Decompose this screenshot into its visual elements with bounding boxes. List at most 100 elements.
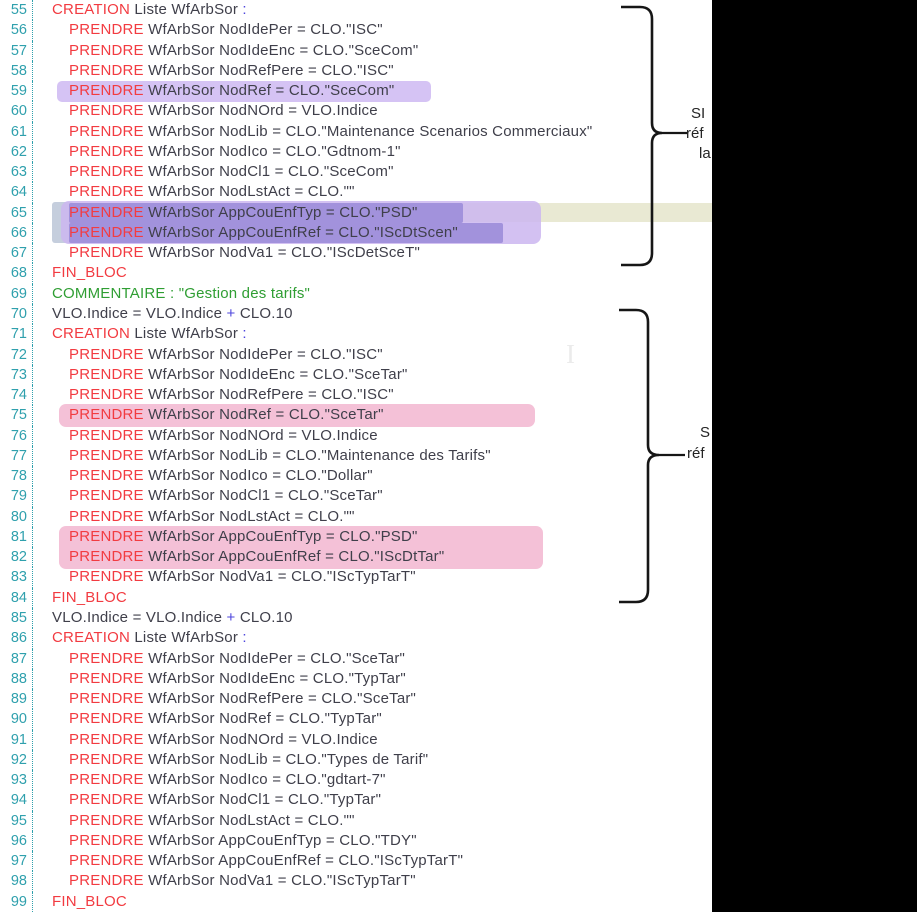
line-number: 59 (0, 81, 33, 102)
line-number: 63 (0, 162, 33, 183)
code-line-text: PRENDRE WfArbSor NodLib = CLO."Types de … (69, 750, 429, 768)
line-number: 73 (0, 364, 33, 386)
code-line-text: PRENDRE WfArbSor AppCouEnfTyp = CLO."PSD… (69, 527, 418, 545)
code-line-text: PRENDRE WfArbSor NodIco = CLO."gdtart-7" (69, 771, 386, 789)
line-number: 62 (0, 141, 33, 163)
code-line-text: CREATION Liste WfArbSor : (52, 629, 247, 647)
code-line-59[interactable]: 59 PRENDRE WfArbSor NodRef = CLO."SceCom" (0, 81, 917, 102)
code-line-text: PRENDRE WfArbSor NodIdePer = CLO."SceTar… (69, 649, 406, 667)
line-number: 89 (0, 689, 33, 710)
code-line-text: CREATION Liste WfArbSor : (52, 325, 247, 343)
line-number: 79 (0, 486, 33, 507)
code-line-82[interactable]: 82 PRENDRE WfArbSor AppCouEnfRef = CLO."I… (0, 547, 917, 568)
code-line-text: PRENDRE WfArbSor NodCl1 = CLO."TypTar" (69, 791, 382, 809)
code-line-text: PRENDRE WfArbSor NodRefPere = CLO."ISC" (69, 386, 394, 404)
line-number: 82 (0, 547, 33, 568)
code-line-text: PRENDRE WfArbSor NodVa1 = CLO."IScDetSce… (69, 244, 420, 262)
code-line-text: PRENDRE WfArbSor NodLstAct = CLO."" (69, 811, 355, 829)
highlight-line-59 (57, 80, 431, 102)
code-line-text: CREATION Liste WfArbSor : (52, 1, 247, 18)
line-number: 56 (0, 20, 33, 41)
code-line-text: PRENDRE WfArbSor NodRef = CLO."SceCom" (69, 82, 395, 100)
line-number: 85 (0, 607, 33, 629)
annotation-1-fragment: la (699, 145, 711, 162)
annotation-1-fragment: SI (691, 105, 706, 122)
code-line-71[interactable]: 71 CREATION Liste WfArbSor : (0, 324, 917, 345)
code-line-text: PRENDRE WfArbSor NodVa1 = CLO."IScTypTar… (69, 872, 416, 890)
code-line-74[interactable]: 74 PRENDRE WfArbSor NodRefPere = CLO."ISC… (0, 385, 917, 406)
code-line-text: VLO.Indice = VLO.Indice + CLO.10 (52, 304, 293, 322)
line-number: 81 (0, 526, 33, 548)
code-line-text: PRENDRE WfArbSor NodVa1 = CLO."IScTypTar… (69, 568, 416, 586)
line-number: 74 (0, 385, 33, 406)
line-number: 71 (0, 324, 33, 345)
code-line-88[interactable]: 88 PRENDRE WfArbSor NodIdeEnc = CLO."TypT… (0, 668, 917, 690)
code-line-93[interactable]: 93 PRENDRE WfArbSor NodIco = CLO."gdtart-… (0, 770, 917, 791)
text-ibeam-cursor: I (566, 339, 575, 369)
line-number: 88 (0, 668, 33, 690)
highlight-line-75 (59, 403, 535, 427)
line-number: 80 (0, 506, 33, 527)
code-line-text: PRENDRE WfArbSor NodIdeEnc = CLO."TypTar… (69, 669, 406, 687)
annotation-1-fragment: réf (686, 125, 704, 142)
code-line-text: PRENDRE WfArbSor NodIdePer = CLO."ISC" (69, 21, 383, 39)
line-number: 77 (0, 445, 33, 467)
text-selection-line-65 (69, 203, 463, 223)
code-line-63[interactable]: 63 PRENDRE WfArbSor NodCl1 = CLO."SceCom" (0, 162, 917, 183)
code-line-92[interactable]: 92 PRENDRE WfArbSor NodLib = CLO."Types d… (0, 749, 917, 771)
code-line-98[interactable]: 98 PRENDRE WfArbSor NodVa1 = CLO."IScTypT… (0, 871, 917, 892)
line-number: 57 (0, 40, 33, 61)
code-line-text: PRENDRE WfArbSor AppCouEnfTyp = CLO."PSD… (69, 203, 418, 221)
code-line-94[interactable]: 94 PRENDRE WfArbSor NodCl1 = CLO."TypTar" (0, 790, 917, 811)
highlight-box-81-82 (59, 525, 543, 569)
text-selection-line-66 (69, 223, 503, 243)
line-number: 93 (0, 770, 33, 791)
line-number: 98 (0, 871, 33, 892)
code-line-text: PRENDRE WfArbSor NodCl1 = CLO."SceCom" (69, 163, 394, 181)
code-line-81[interactable]: 81 PRENDRE WfArbSor AppCouEnfTyp = CLO."P… (0, 526, 917, 548)
line-number: 66 (0, 222, 33, 244)
code-line-text: PRENDRE WfArbSor AppCouEnfRef = CLO."ISc… (69, 548, 445, 566)
line-number: 94 (0, 790, 33, 811)
code-line-text: PRENDRE WfArbSor AppCouEnfRef = CLO."ISc… (69, 852, 464, 870)
line-number: 92 (0, 749, 33, 771)
code-line-56[interactable]: 56 PRENDRE WfArbSor NodIdePer = CLO."ISC" (0, 20, 917, 41)
line-number: 91 (0, 729, 33, 750)
code-line-text: PRENDRE WfArbSor AppCouEnfTyp = CLO."TDY… (69, 831, 417, 849)
line-number: 69 (0, 283, 33, 304)
